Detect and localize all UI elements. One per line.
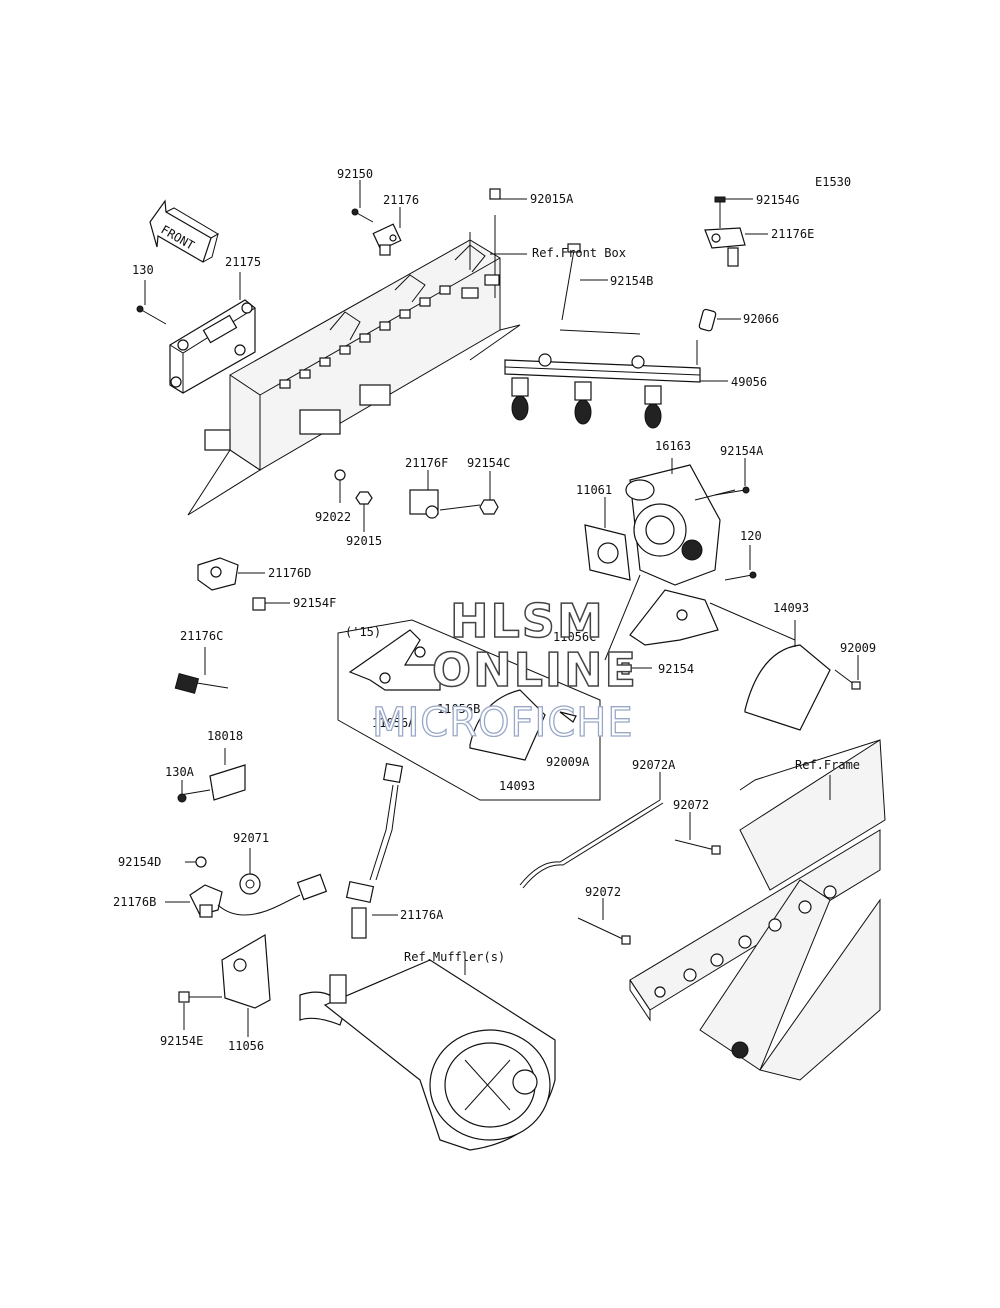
fuel-injectors	[511, 377, 662, 429]
label-92071: 92071	[233, 831, 269, 845]
bolt-120	[724, 545, 757, 581]
watermark-line1: HLSM	[450, 594, 605, 648]
label-11056a: 11056A	[372, 716, 416, 730]
label-92154d: 92154D	[118, 855, 161, 869]
label-92154f: 92154F	[293, 596, 336, 610]
ecu-unit-21175	[169, 299, 256, 394]
cable-92072a	[519, 772, 664, 889]
label-21176f: 21176F	[405, 456, 448, 470]
label-92009a: 92009A	[546, 755, 590, 769]
label-92015a: 92015A	[530, 192, 574, 206]
ref-front-box-label: Ref.Front Box	[532, 246, 626, 260]
front-box-bracket	[187, 239, 521, 516]
label-21176d: 21176D	[268, 566, 311, 580]
bolt-92154	[621, 662, 652, 675]
washer-92022	[334, 469, 346, 503]
label-18018: 18018	[207, 729, 243, 743]
label-21176e: 21176E	[771, 227, 814, 241]
label-92154: 92154	[658, 662, 694, 676]
label-92072a: 92072A	[632, 758, 676, 772]
diagram-id: E1530	[815, 175, 851, 189]
throttle-body-16163	[625, 458, 736, 586]
inset-1915-box	[337, 619, 601, 801]
muffler	[299, 959, 556, 1151]
bracket-11056c	[604, 574, 719, 661]
o2-sensor-21176a	[345, 763, 403, 939]
label-120: 120	[740, 529, 762, 543]
label-14093-right: 14093	[773, 601, 809, 615]
bolt-92154a	[714, 458, 750, 496]
front-arrow-icon: FRONT	[149, 199, 219, 263]
frame-rail	[629, 739, 886, 1081]
label-92066: 92066	[743, 312, 779, 326]
label-92154a: 92154A	[720, 444, 764, 458]
label-21176: 21176	[383, 193, 419, 207]
label-92022: 92022	[315, 510, 351, 524]
label-21176c: 21176C	[180, 629, 223, 643]
label-21175: 21175	[225, 255, 261, 269]
gasket-11061	[584, 497, 631, 581]
nut-92154d	[185, 856, 207, 868]
bolt-92150	[351, 208, 374, 223]
sensor-21176	[372, 223, 402, 256]
label-92072-lower: 92072	[585, 885, 621, 899]
label-92009: 92009	[840, 641, 876, 655]
grommet-92071	[239, 848, 261, 895]
label-130: 130	[132, 263, 154, 277]
label-11056b: 11056B	[437, 702, 480, 716]
cable-92072-lower	[577, 898, 631, 945]
label-21176b: 21176B	[113, 895, 156, 909]
label-11056c: 11056C	[553, 630, 596, 644]
nut-92015	[355, 491, 373, 532]
nut-92154c	[479, 471, 499, 515]
watermark-line2: ONLINE	[432, 643, 638, 697]
label-92154c: 92154C	[467, 456, 510, 470]
label-92154g: 92154G	[756, 193, 799, 207]
label-11056: 11056	[228, 1039, 264, 1053]
bolt-92154g	[714, 196, 753, 228]
cap-92066	[696, 308, 741, 365]
watermark-line3: MICROFICHE	[372, 700, 634, 746]
label-21176a: 21176A	[400, 908, 444, 922]
bracket-11056	[221, 934, 271, 1037]
inset-year-label: ('15)	[345, 625, 381, 639]
label-130a: 130A	[165, 765, 195, 779]
ref-mufflers-label: Ref.Muffler(s)	[404, 950, 505, 964]
fuel-rail-49056	[504, 353, 728, 383]
bracket-18018	[209, 748, 246, 801]
ref-frame-label: Ref.Frame	[795, 758, 860, 772]
bolt-92009	[834, 655, 861, 690]
bolt-92154b	[561, 243, 608, 321]
sensor-21176b	[165, 873, 328, 918]
label-92072-upper: 92072	[673, 798, 709, 812]
watermark: HLSM ONLINE MICROFICHE	[371, 593, 638, 746]
cable-92072-upper	[674, 812, 721, 855]
label-11061: 11061	[576, 483, 612, 497]
sensor-21176f	[409, 470, 481, 519]
sensor-21176c	[174, 647, 229, 694]
bolt-92154e	[178, 991, 222, 1030]
sensor-21176d	[197, 557, 265, 591]
sensor-21176e	[704, 227, 768, 267]
bolt-130	[136, 305, 167, 325]
label-92154e: 92154E	[160, 1034, 203, 1048]
bolt-130a	[177, 780, 211, 803]
label-49056: 49056	[731, 375, 767, 389]
clip-92015a	[489, 188, 527, 200]
label-92154b: 92154B	[610, 274, 653, 288]
label-92150: 92150	[337, 167, 373, 181]
bolt-92154f	[252, 597, 290, 611]
label-92015: 92015	[346, 534, 382, 548]
cover-14093-right	[709, 602, 831, 731]
label-14093-inset: 14093	[499, 779, 535, 793]
label-16163: 16163	[655, 439, 691, 453]
